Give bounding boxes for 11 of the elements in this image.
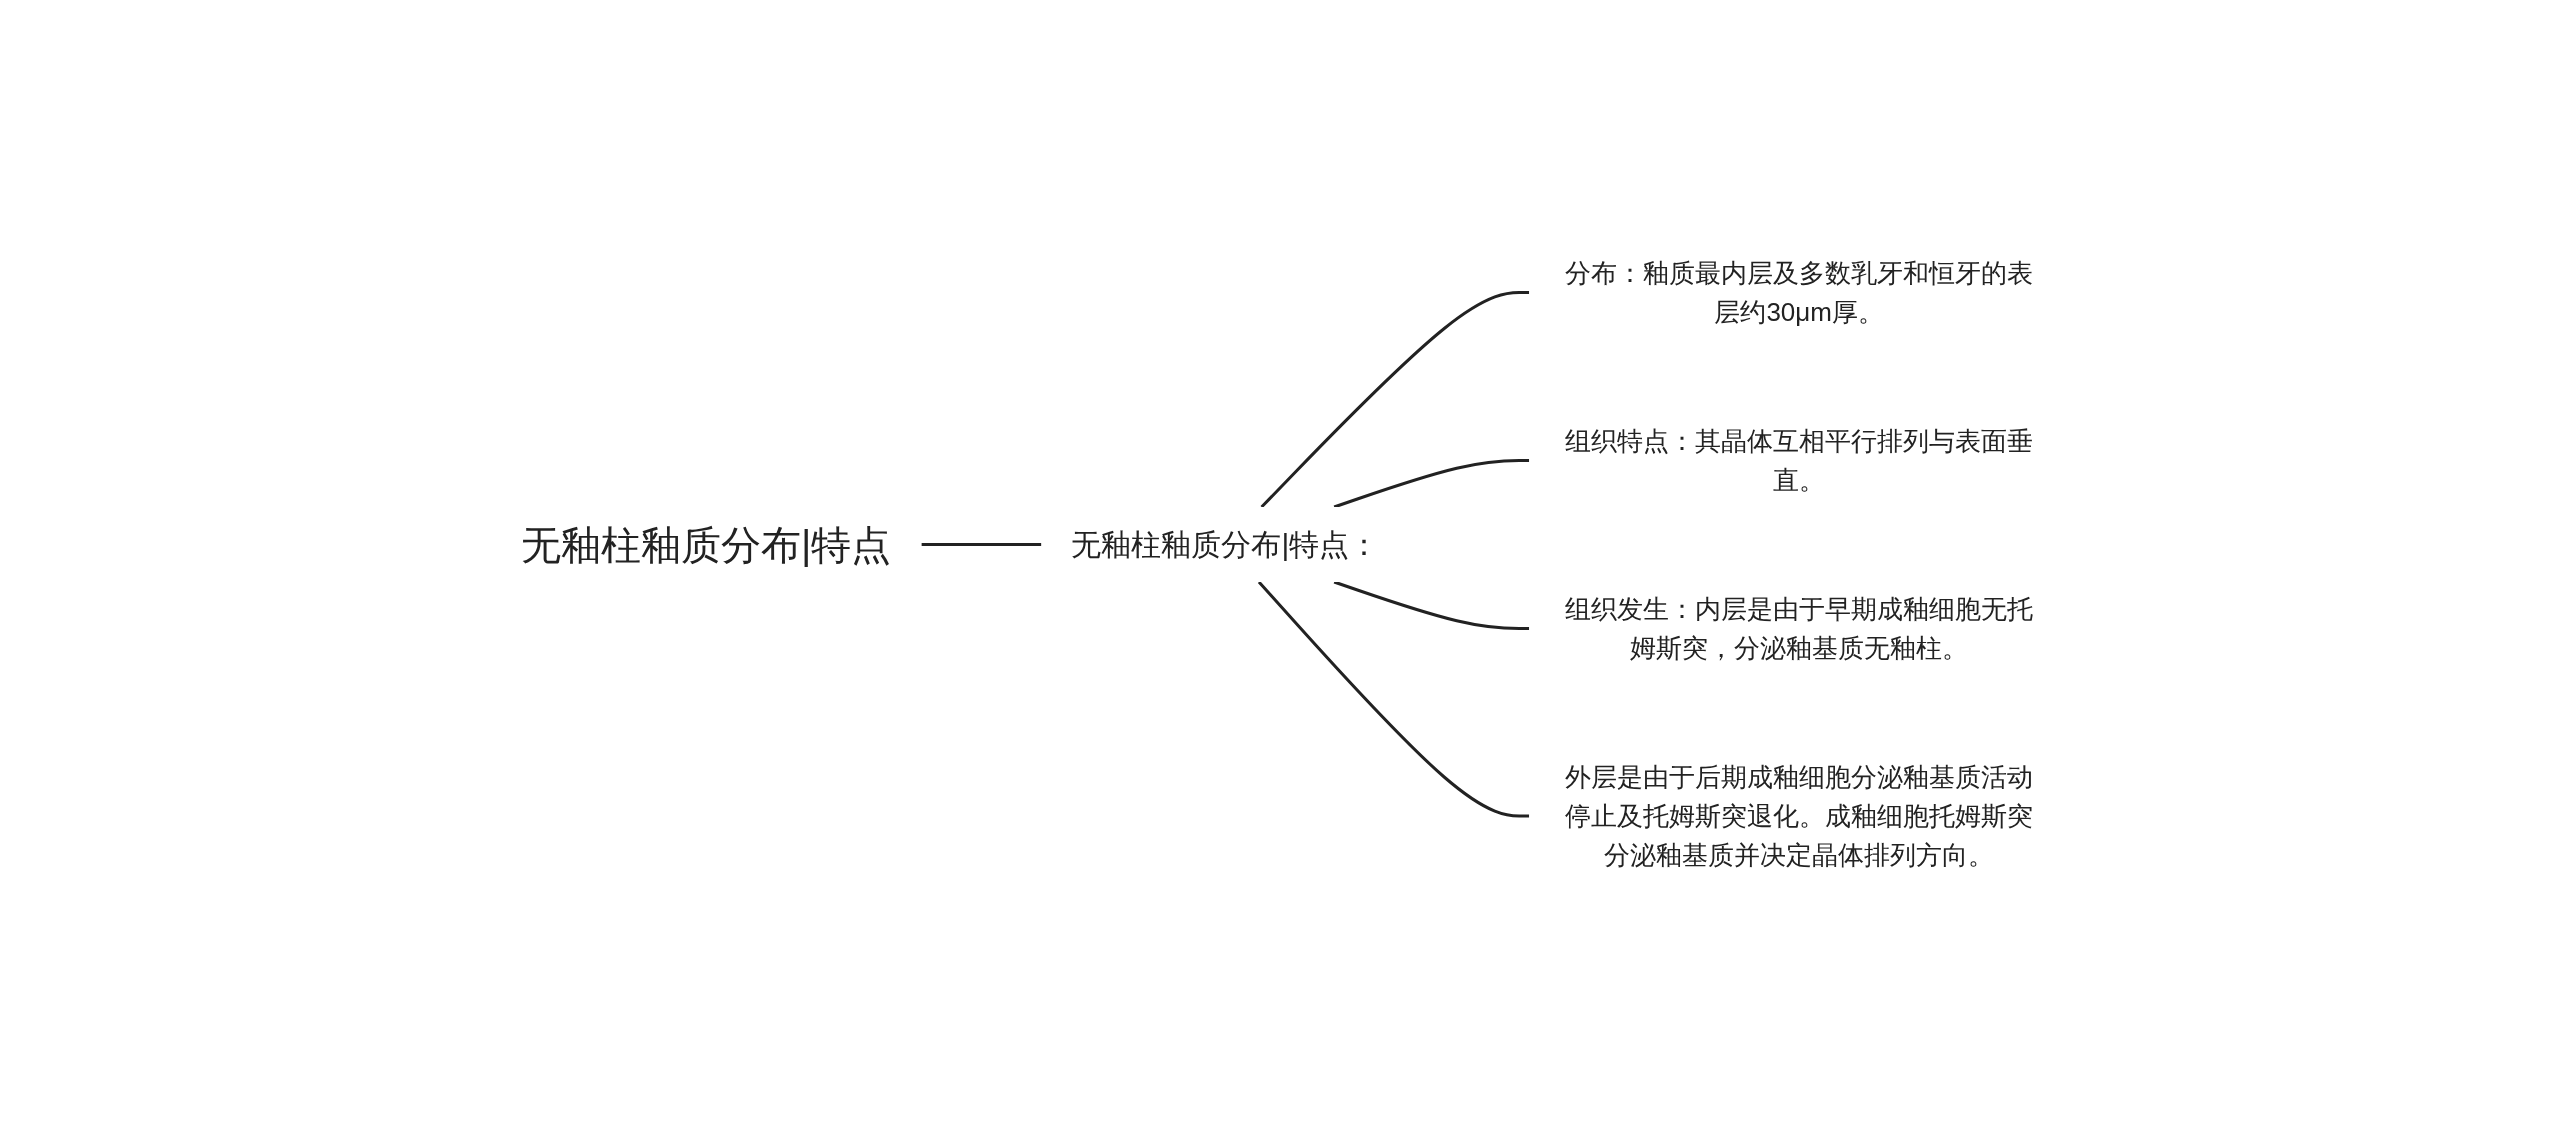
node-text: 外层是由于后期成釉细胞分泌釉基质活动停止及托姆斯突退化。成釉细胞托姆斯突分泌釉基质并决定晶体排列方向。: [1565, 761, 2034, 870]
connector: [1333, 459, 1530, 509]
connector: [921, 543, 1042, 546]
connector: [1257, 581, 1530, 818]
node-text: 无釉柱釉质分布|特点：: [1071, 528, 1380, 561]
connector: [1260, 291, 1530, 509]
node-text: 组织特点：其晶体互相平行排列与表面垂直。: [1565, 425, 2034, 495]
node-text: 无釉柱釉质分布|特点: [520, 522, 892, 567]
node-text: 分布：釉质最内层及多数乳牙和恒牙的表层约30μm厚。: [1565, 257, 2034, 327]
connector: [1333, 580, 1530, 630]
node-text: 组织发生：内层是由于早期成釉细胞无托姆斯突，分泌釉基质无釉柱。: [1565, 593, 2034, 663]
